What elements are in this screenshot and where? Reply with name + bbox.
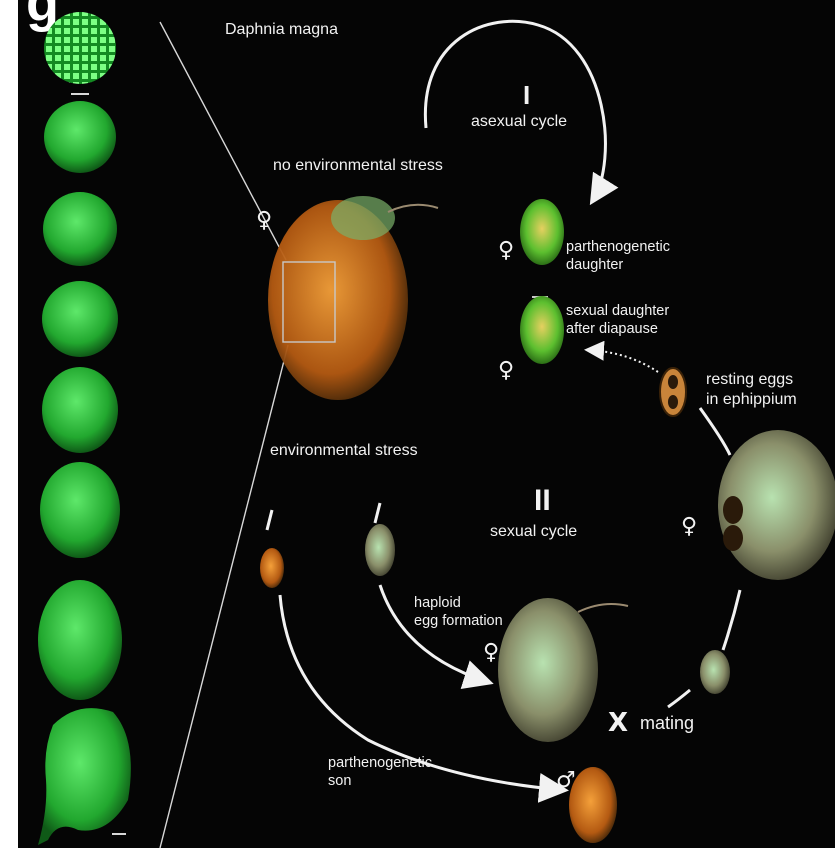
cycle-one-numeral: I <box>523 82 530 108</box>
sexual-cycle-arc <box>668 690 690 707</box>
cycle-two-numeral: II <box>534 486 551 516</box>
antenna <box>578 604 628 612</box>
sexual-daughter-label-line1: sexual daughter <box>566 302 669 320</box>
embryo-stage-5 <box>42 367 118 453</box>
scale-bar <box>112 833 126 835</box>
species-name: Daphnia magna <box>225 20 338 39</box>
male-symbol-icon: ♂ <box>556 770 576 792</box>
embryo-column <box>18 0 835 848</box>
resting-egg <box>668 395 678 409</box>
parthenogenetic-son-image <box>569 767 617 843</box>
embryo-stage-6 <box>40 462 120 558</box>
haploid-female-daphnia <box>498 598 598 742</box>
female-symbol-icon: ♀ <box>681 516 697 538</box>
resting-egg <box>723 496 743 524</box>
antenna <box>388 205 438 212</box>
male-daphnia-small <box>700 650 730 694</box>
parthenogenetic-daughter-label-line2: daughter <box>566 256 623 274</box>
arrow-stem <box>375 503 380 523</box>
haploid-label-line1: haploid <box>414 594 461 612</box>
mating-label: mating <box>640 714 694 733</box>
asexual-cycle-arrow <box>425 21 605 200</box>
sexual-daughter-image <box>520 296 564 364</box>
stress-label: environmental stress <box>270 441 418 460</box>
female-symbol-icon: ♀ <box>483 642 499 664</box>
cycle-one-label: asexual cycle <box>471 112 567 131</box>
sexual-cycle-arc <box>723 590 740 650</box>
female-symbol-icon: ♀ <box>498 360 514 382</box>
parthenogenetic-daughter-label-line1: parthenogenetic <box>566 238 670 256</box>
sexual-cycle-arc <box>700 408 730 455</box>
female-symbol-icon: ♀ <box>498 240 514 262</box>
son-label-line1: parthenogenetic <box>328 754 432 772</box>
embryo-stage-7 <box>38 580 122 700</box>
embryo-stage-3 <box>43 192 117 266</box>
sexual-daughter-label-line2: after diapause <box>566 320 658 338</box>
haploid-label-line2: egg formation <box>414 612 503 630</box>
resting-eggs-label-line2: in ephippium <box>706 390 797 409</box>
resting-egg <box>668 375 678 389</box>
daphnia-life-cycle-figure: g <box>18 0 835 848</box>
parthenogenetic-daughter-image <box>520 199 564 265</box>
arrow-stem <box>267 510 272 530</box>
female-symbol-icon: ♀ <box>256 210 272 232</box>
resting-eggs-label-line1: resting eggs <box>706 370 793 389</box>
resting-egg <box>723 525 743 551</box>
adult-head <box>331 196 395 240</box>
embryo-stage-2 <box>44 101 116 173</box>
son-label-line2: son <box>328 772 351 790</box>
stressed-female-small <box>365 524 395 576</box>
embryo-stage-4 <box>42 281 118 357</box>
cross-icon: X <box>608 712 628 734</box>
embryo-stage-1 <box>44 12 116 84</box>
cycle-two-label: sexual cycle <box>490 522 577 541</box>
no-stress-label: no environmental stress <box>273 156 443 175</box>
scale-bar <box>71 93 89 95</box>
diapause-arrow <box>588 350 658 372</box>
embryo-stage-8 <box>38 708 131 845</box>
stressed-female-small <box>260 548 284 588</box>
zoom-line <box>160 345 288 848</box>
